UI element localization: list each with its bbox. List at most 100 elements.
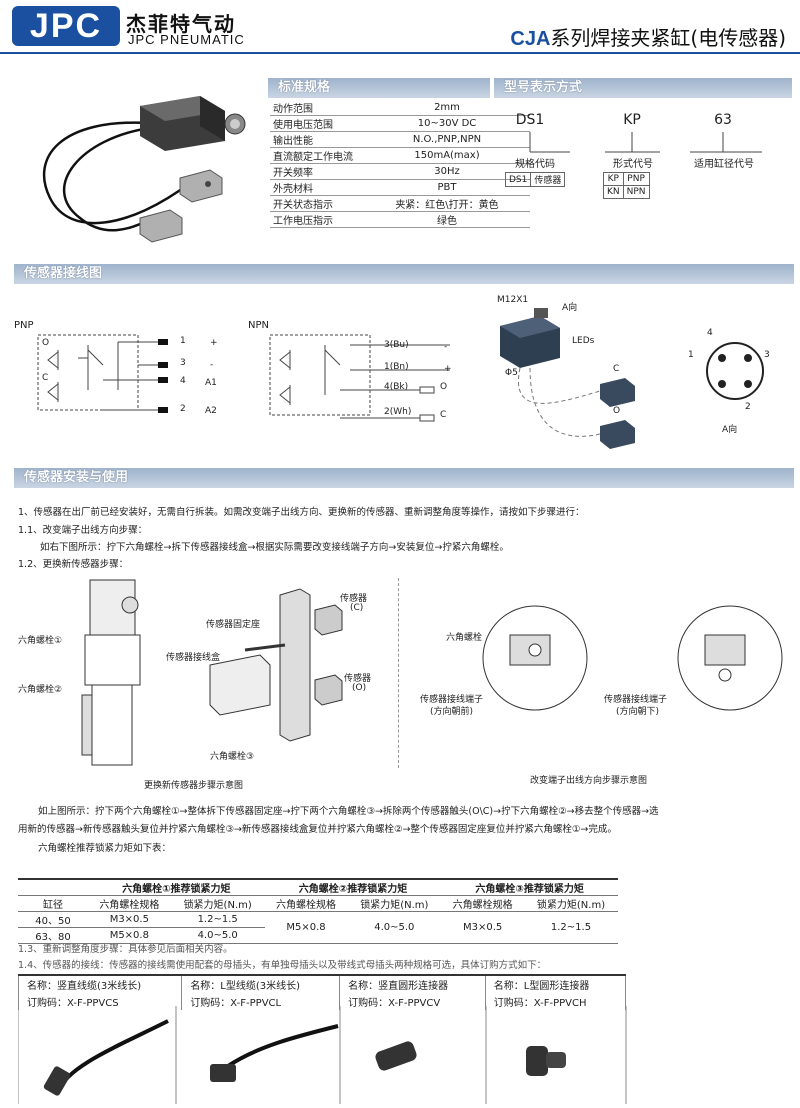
- note-1-3: 1.3、重新调整角度步骤：具体参见后面相关内容。: [18, 944, 233, 955]
- fig1-bolt-2: 六角螺栓②: [18, 685, 63, 695]
- table-row: 开关状态指示夹紧：红色\打开：黄色: [270, 195, 530, 212]
- pnp-label-c: C: [42, 373, 49, 383]
- pin-3-label: 3: [764, 350, 770, 360]
- pnp-pin-sign: -: [210, 360, 214, 370]
- fig1-sensor-c: 传感器: [340, 594, 368, 604]
- npn-wire: 3(Bu): [384, 340, 409, 350]
- npn-wire-sign: +: [444, 364, 452, 374]
- title-series: CJA: [510, 28, 551, 50]
- pnp-pin-sign: A1: [205, 378, 217, 388]
- table-row: 63、80 M5×0.8 4.0~5.0: [18, 927, 618, 944]
- install-line-1-2: 1.2、更换新传感器步骤：: [18, 559, 129, 570]
- pnp-pin-sign: +: [210, 338, 218, 348]
- npn-wire: 1(Bn): [384, 362, 409, 372]
- table-row: 工作电压指示绿色: [270, 211, 530, 228]
- pnp-wiring-diagram: [37, 334, 168, 413]
- pnp-pin: 3: [180, 358, 186, 368]
- connector-images: [18, 1006, 627, 1104]
- logo: JPC: [12, 6, 120, 46]
- fig1-sensor-box: 传感器接线盒: [166, 653, 221, 663]
- model-heading: 型号表示方式: [494, 78, 792, 98]
- change-direction-drawing: [482, 605, 783, 711]
- model-label-spec: 规格代码: [515, 159, 555, 170]
- fig2-direction-2: (方向朝下): [616, 707, 660, 717]
- connector-pinout-drawing: [706, 342, 764, 400]
- npn-wire-sign: O: [440, 382, 448, 392]
- pnp-pin: 4: [180, 376, 186, 386]
- fig2-bolt: 六角螺栓: [446, 633, 483, 643]
- fig1-bolt-3: 六角螺栓③: [210, 752, 255, 762]
- fig1-sensor-seat: 传感器固定座: [206, 620, 261, 630]
- pnp-pin: 2: [180, 404, 186, 414]
- iso-phi-label: Φ5: [505, 368, 518, 378]
- install-line-1-1: 1.1、改变端子出线方向步骤：: [18, 525, 148, 536]
- iso-a-direction: A向: [562, 303, 578, 313]
- sensor-product-image: [42, 96, 246, 243]
- fig2-direction-1: (方向朝前): [430, 707, 474, 717]
- model-code-63: 63: [714, 112, 732, 128]
- pnp-title: PNP: [14, 320, 34, 331]
- iso-o-label: O: [613, 406, 621, 416]
- pnp-pin: 1: [180, 336, 186, 346]
- page-title: CJA系列焊接夹紧缸(电传感器): [510, 22, 786, 51]
- install-para-1b: 用新的传感器→新传感器触头复位并拧紧六角螺栓③→新传感器接线盒复位并拧紧六角螺栓…: [18, 824, 617, 835]
- title-text: 系列焊接夹紧缸(电传感器): [550, 26, 786, 50]
- iso-m12-label: M12X1: [497, 295, 529, 305]
- npn-wire: 4(Bk): [384, 382, 409, 392]
- pin-1-label: 1: [688, 350, 694, 360]
- wiring-heading: 传感器接线图: [14, 264, 794, 284]
- pinout-a-direction: A向: [722, 425, 738, 435]
- pnp-label-o: O: [42, 338, 50, 348]
- model-code-ds1: DS1: [515, 112, 545, 128]
- brand-name-en: JPC PNEUMATIC: [128, 32, 245, 47]
- pin-2-label: 2: [745, 402, 751, 412]
- fig1-bolt-1: 六角螺栓①: [18, 636, 63, 646]
- install-line-1: 1、传感器在出厂前已经安装好，无需自行拆装。如需改变端子出线方向、更换新的传感器…: [18, 507, 585, 518]
- pnp-pin-sign: A2: [205, 406, 217, 416]
- fig1-sensor-c-tag: (C): [350, 603, 364, 613]
- npn-title: NPN: [248, 320, 269, 331]
- note-1-4: 1.4、传感器的接线：传感器的接线需使用配套的母插头，有单独母插头以及带线式母插…: [18, 960, 547, 971]
- model-label-form: 形式代号: [613, 159, 653, 170]
- fig1-sensor-o: 传感器: [344, 674, 372, 684]
- replace-sensor-drawing: [81, 579, 343, 766]
- torque-table: 六角螺栓①推荐锁紧力矩 六角螺栓②推荐锁紧力矩 六角螺栓③推荐锁紧力矩 缸径 六…: [18, 878, 618, 944]
- figure-divider: [398, 578, 399, 768]
- spec-heading: 标准规格: [268, 78, 490, 98]
- pin-4-label: 4: [707, 328, 713, 338]
- fig2-terminal-2: 传感器接线端子: [604, 695, 668, 705]
- fig2-terminal-1: 传感器接线端子: [420, 695, 484, 705]
- npn-wire: 2(Wh): [384, 407, 412, 417]
- table-row: 订购码：X-F-PPVCS 订购码：X-F-PPVCL 订购码：X-F-PPVC…: [17, 993, 627, 1010]
- iso-leds-label: LEDs: [572, 336, 595, 346]
- table-row: 40、50 M3×0.5 1.2~1.5 M5×0.8 4.0~5.0 M3×0…: [18, 911, 618, 944]
- table-row: 六角螺栓①推荐锁紧力矩 六角螺栓②推荐锁紧力矩 六角螺栓③推荐锁紧力矩: [18, 878, 618, 896]
- iso-c-label: C: [613, 364, 620, 374]
- header-divider: [0, 52, 800, 54]
- table-row: 缸径 六角螺栓规格 锁紧力矩(N.m) 六角螺栓规格 锁紧力矩(N.m) 六角螺…: [18, 895, 618, 912]
- npn-wire-sign: C: [440, 410, 447, 420]
- table-row: 名称：竖直线缆(3米线长) 名称：L型线缆(3米线长) 名称：竖直圆形连接器 名…: [17, 974, 627, 993]
- npn-wiring-diagram: [269, 334, 450, 422]
- install-line-1-1-desc: 如右下图所示：拧下六角螺栓→拆下传感器接线盒→根据实际需要改变接线端子方向→安装…: [40, 542, 509, 553]
- install-heading: 传感器安装与使用: [14, 468, 794, 488]
- fig1-sensor-o-tag: (O): [352, 683, 367, 693]
- fig1-caption: 更换新传感器步骤示意图: [144, 781, 244, 791]
- install-para-2: 六角螺栓推荐锁紧力矩如下表：: [38, 843, 172, 854]
- install-para-1a: 如上图所示：拧下两个六角螺栓①→整体拆下传感器固定座→拧下两个六角螺栓③→拆除两…: [38, 806, 659, 817]
- model-label-bore: 适用缸径代号: [694, 159, 754, 170]
- npn-wire-sign: -: [444, 342, 448, 352]
- fig2-caption: 改变端子出线方向步骤示意图: [530, 776, 648, 786]
- sensor-isometric-drawing: [500, 308, 635, 449]
- model-code-connectors: [529, 132, 762, 153]
- brand-name-cn: 杰菲特气动: [126, 12, 236, 36]
